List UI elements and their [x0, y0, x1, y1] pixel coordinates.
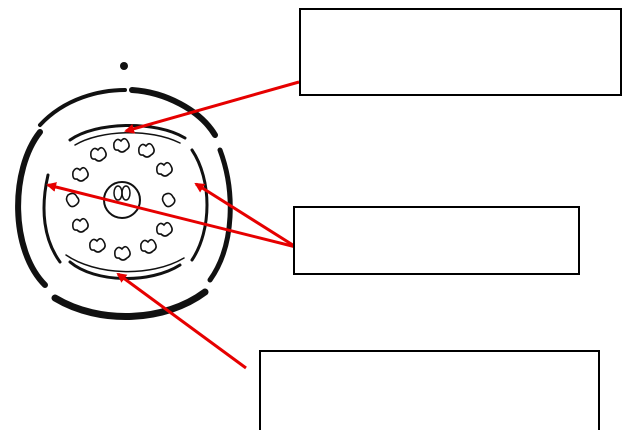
inner-arc-bottom-2: [65, 254, 185, 273]
arrow-middle-to-left: [46, 182, 297, 249]
stamen: [65, 192, 80, 208]
inner-whorl: [42, 124, 209, 280]
stamen: [140, 238, 157, 254]
outer-arc-top-left: [38, 88, 127, 127]
arrow-middle-to-right: [194, 182, 297, 249]
label-box-top-text: [301, 10, 620, 30]
label-box-middle[interactable]: [293, 206, 580, 275]
label-box-bottom[interactable]: [259, 350, 600, 430]
stamen: [156, 221, 173, 237]
arrow-top-box: [124, 80, 300, 134]
label-box-middle-text: [295, 208, 578, 228]
stamen: [90, 146, 107, 162]
leader-arrows: [46, 80, 300, 370]
stamen-ring: [65, 137, 176, 261]
label-box-top[interactable]: [299, 8, 622, 96]
ovule-left: [113, 185, 123, 201]
label-box-bottom-text: [261, 352, 598, 372]
ovule-right: [121, 185, 131, 201]
outer-arc-top-right: [129, 87, 218, 138]
outer-arc-left: [15, 129, 48, 288]
stamen: [72, 217, 89, 233]
inner-arc-right: [190, 148, 209, 262]
stamen: [113, 137, 130, 153]
stamen: [114, 245, 131, 261]
inner-arc-top-2: [74, 131, 181, 146]
axis-dot: [120, 62, 128, 70]
floral-diagram: [15, 62, 300, 370]
stamen: [72, 166, 89, 182]
arrow-bottom-box: [116, 272, 247, 370]
outer-whorl: [15, 87, 233, 321]
stamen: [156, 161, 173, 177]
outer-arc-right: [207, 147, 233, 283]
stamen: [89, 237, 106, 253]
stamen: [161, 192, 176, 208]
outer-arc-bottom: [51, 288, 209, 321]
stamen: [138, 142, 155, 158]
inner-arc-left: [42, 173, 62, 264]
